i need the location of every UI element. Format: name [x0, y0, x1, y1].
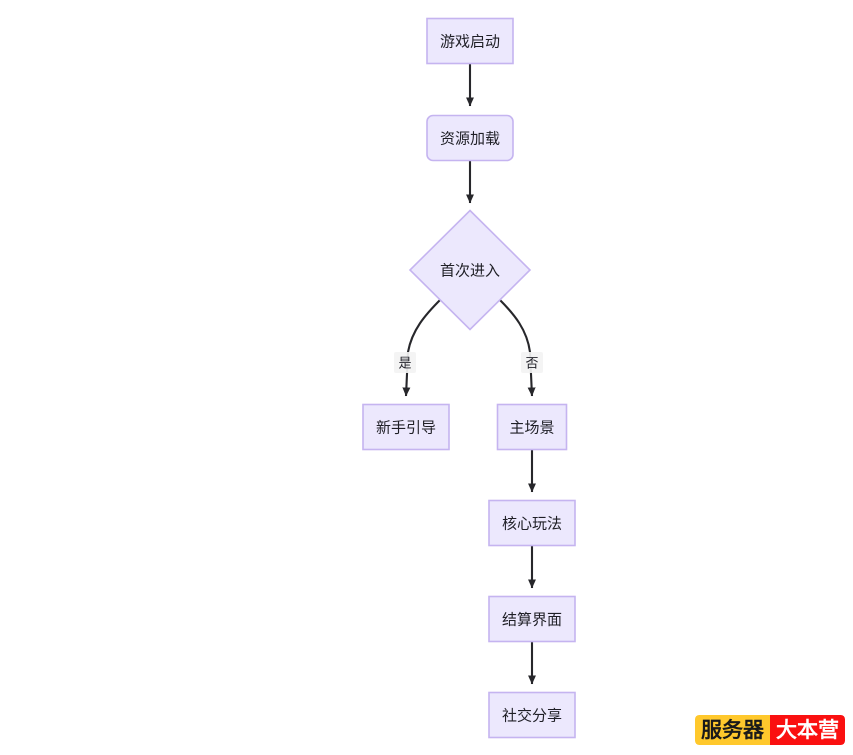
node-shape-rect[interactable]: [362, 403, 450, 451]
watermark-badge: 服务器 大本营: [695, 715, 845, 745]
node-share[interactable]: 社交分享: [488, 691, 576, 739]
node-mainscene[interactable]: 主场景: [496, 403, 568, 451]
node-label: 新手引导: [376, 419, 436, 437]
node-firsttime[interactable]: 首次进入: [408, 209, 532, 331]
edge-label-background: [521, 352, 543, 373]
edge-label-no: 否: [525, 357, 538, 372]
node-shape-rect[interactable]: [488, 499, 576, 547]
node-label: 核心玩法: [502, 515, 562, 533]
node-shape-rect[interactable]: [488, 691, 576, 739]
edge-label-yes: 是: [398, 357, 411, 372]
node-label: 游戏启动: [440, 33, 500, 51]
node-tutorial[interactable]: 新手引导: [362, 403, 450, 451]
edge-firsttime-to-tutorial: 是: [394, 298, 442, 397]
node-shape-rect[interactable]: [488, 595, 576, 643]
node-loading[interactable]: 资源加载: [426, 114, 514, 162]
watermark-right-text: 大本营: [770, 715, 845, 745]
node-shape-rect[interactable]: [426, 17, 514, 65]
node-label: 首次进入: [440, 262, 500, 280]
node-shape-rounded-rect[interactable]: [426, 114, 514, 162]
node-label: 资源加载: [440, 130, 500, 148]
node-label: 社交分享: [502, 707, 562, 725]
watermark-left-text: 服务器: [695, 715, 770, 745]
node-settle[interactable]: 结算界面: [488, 595, 576, 643]
node-label: 主场景: [509, 419, 554, 437]
node-shape-rect[interactable]: [496, 403, 568, 451]
edge-label-background: [394, 352, 416, 373]
node-shape-diamond[interactable]: [408, 209, 532, 331]
edge-firsttime-to-mainscene: 否: [498, 298, 543, 397]
node-start[interactable]: 游戏启动: [426, 17, 514, 65]
edge-path: [402, 298, 442, 397]
node-label: 结算界面: [502, 611, 562, 629]
node-coreplay[interactable]: 核心玩法: [488, 499, 576, 547]
edge-path: [498, 298, 536, 397]
